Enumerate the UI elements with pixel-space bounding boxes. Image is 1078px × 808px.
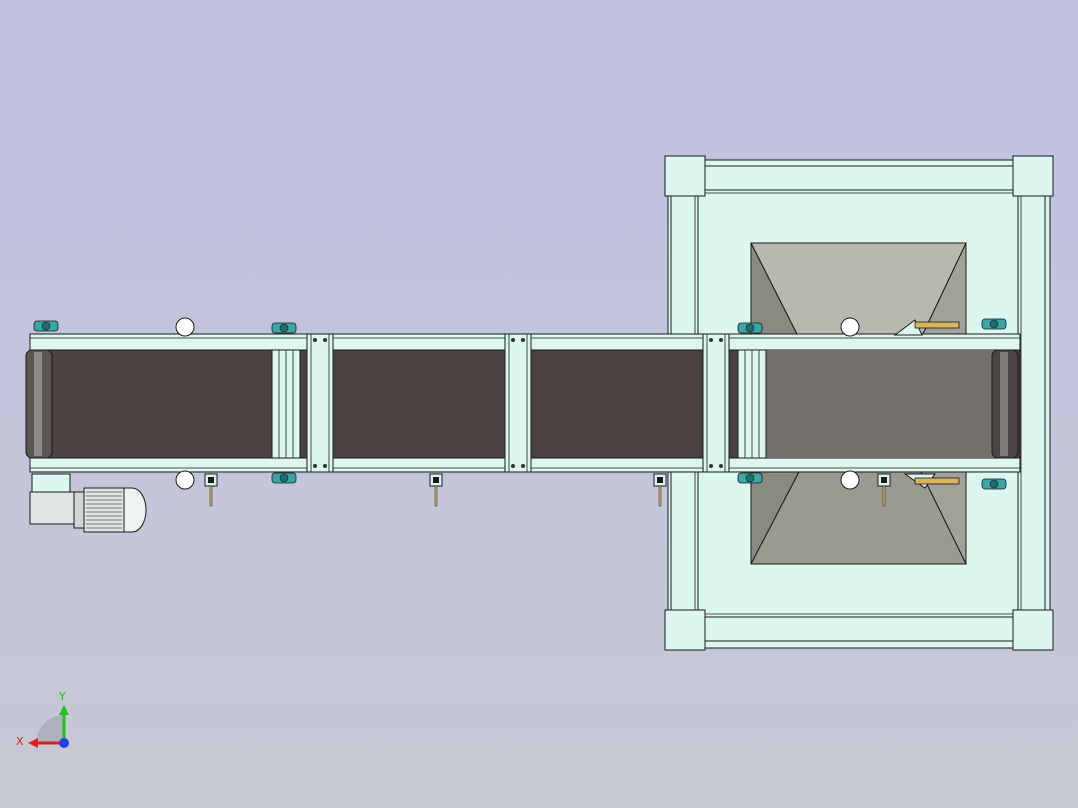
frame-top-rail	[699, 165, 1019, 191]
support-bracket-2	[504, 333, 532, 473]
support-bracket-1	[306, 333, 334, 473]
bearing-block-1	[33, 320, 59, 332]
proximity-sensors[interactable]	[204, 473, 891, 507]
idler-disc-2	[175, 470, 195, 490]
gearbox	[29, 491, 75, 525]
bearing-block-7	[981, 318, 1007, 330]
hopper-stop-bracket-top	[893, 319, 960, 336]
sensor-3	[653, 473, 667, 507]
idler-disc-3	[840, 317, 860, 337]
bearing-block-3	[271, 322, 297, 334]
sensor-1	[204, 473, 218, 507]
frame-corner-bl	[664, 609, 706, 651]
idler-disc-4	[840, 470, 860, 490]
bearing-block-6	[737, 472, 763, 484]
drive-motor[interactable]	[29, 473, 147, 533]
belt-joint-right	[737, 349, 767, 459]
bearing-block-8	[981, 478, 1007, 490]
motor-fan-cover	[123, 487, 147, 533]
sensor-4	[877, 473, 891, 507]
axis-x-label: X	[16, 735, 24, 748]
conveyor-belt-light-section	[762, 350, 994, 458]
axis-y-label: Y	[58, 690, 66, 703]
coordinate-triad[interactable]: X Y	[16, 690, 69, 748]
frame-corner-tr	[1012, 155, 1054, 197]
sensor-2	[429, 473, 443, 507]
frame-corner-tl	[664, 155, 706, 197]
hopper-stop-bracket-bottom	[903, 473, 960, 489]
frame-bottom-rail	[699, 616, 1019, 642]
support-bracket-3	[702, 333, 730, 473]
bearing-block-4	[271, 472, 297, 484]
bearing-block-5	[737, 322, 763, 334]
motor-body	[83, 487, 125, 533]
frame-right-rail	[1017, 189, 1046, 619]
frame-corner-br	[1012, 609, 1054, 651]
belt-joint-left	[271, 349, 301, 459]
idler-disc-1	[175, 317, 195, 337]
idler-discs	[175, 317, 860, 490]
axis-z-dot	[59, 738, 69, 748]
conveyor[interactable]	[25, 333, 1021, 473]
